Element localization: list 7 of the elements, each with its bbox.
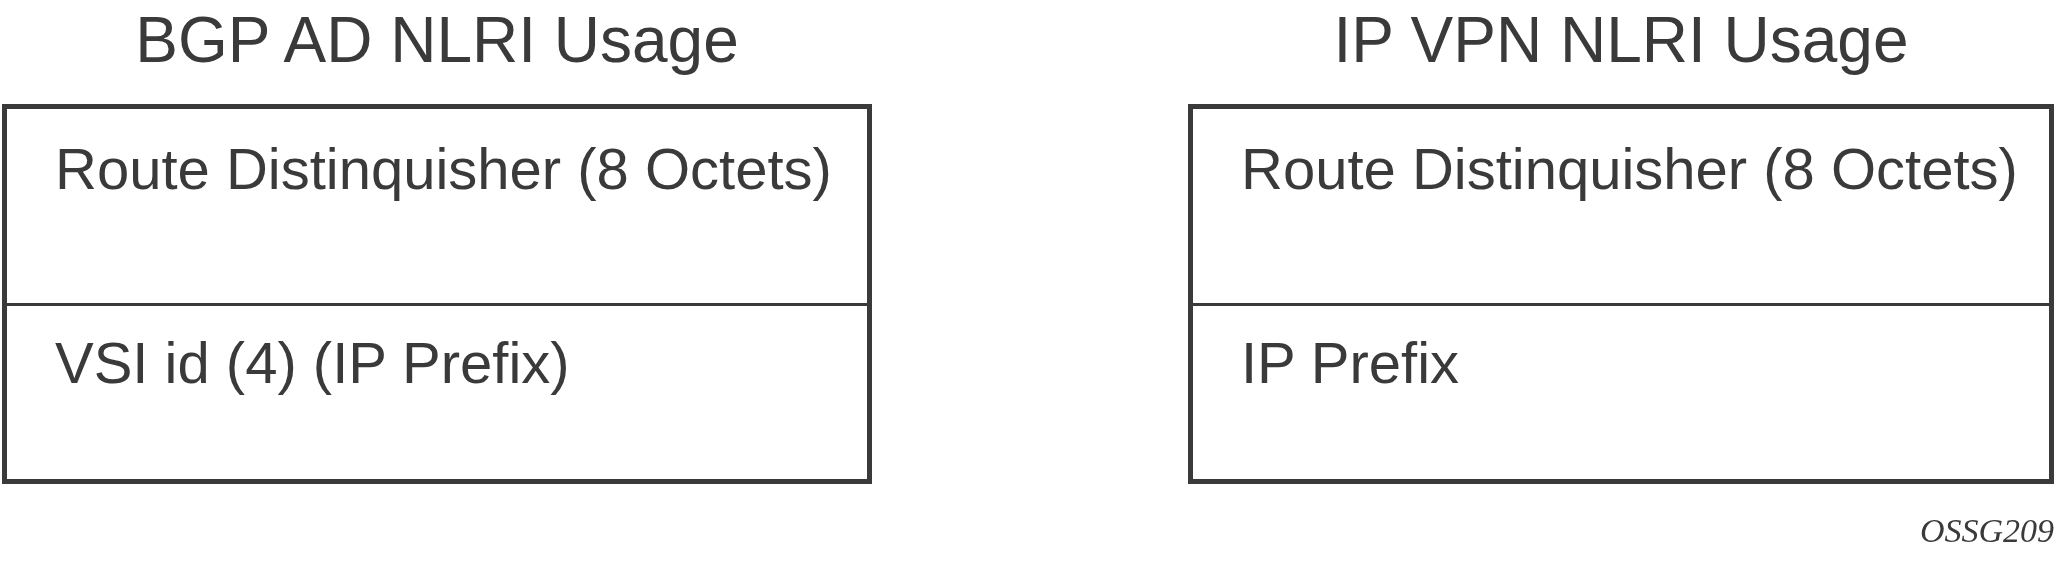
field-label: IP Prefix <box>1241 331 2029 395</box>
figure-code: OSSG209 <box>1919 512 2054 550</box>
table-heading: IP VPN NLRI Usage <box>1332 4 1910 76</box>
field-label: VSI id (4) (IP Prefix) <box>55 331 847 395</box>
field-label: Route Distinquisher (8 Octets) <box>1241 137 2029 201</box>
table-heading: BGP AD NLRI Usage <box>134 4 740 76</box>
field-label: Route Distinquisher (8 Octets) <box>55 137 847 201</box>
